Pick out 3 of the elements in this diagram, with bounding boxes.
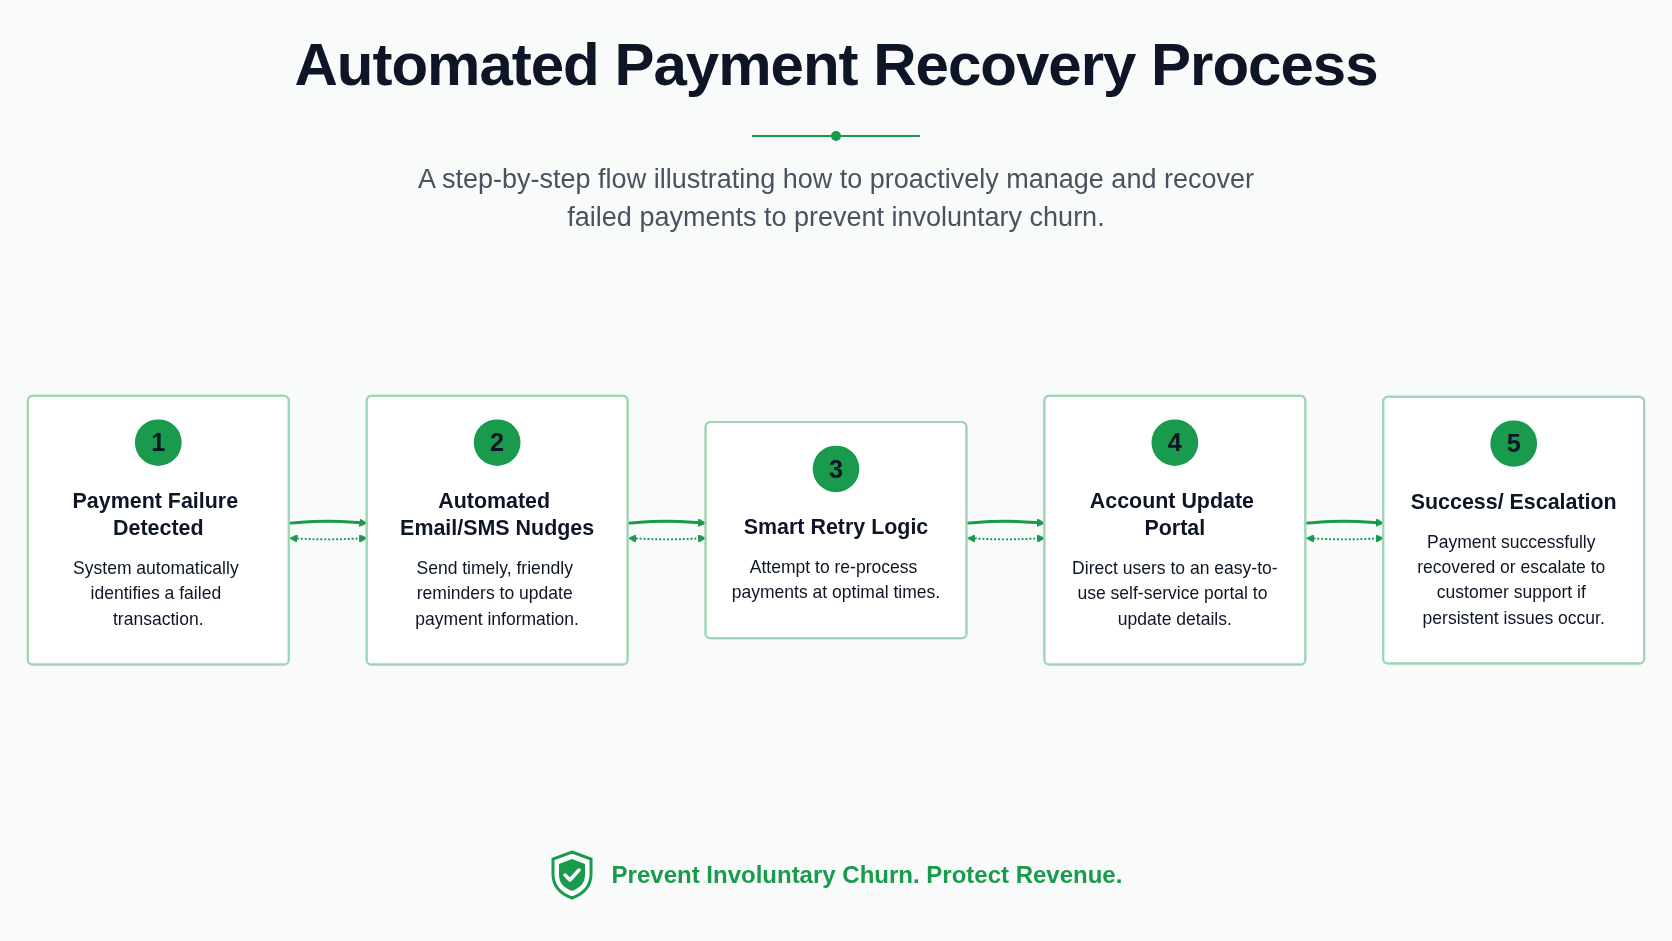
title: Automated Payment Recovery Process (294, 30, 1378, 99)
subtitle: A step-by-step flow illustrating how to proactively manage and recover failed payments to prevent involuntary churn. (417, 163, 1255, 234)
tagline: Prevent Involuntary Churn. Protect Revenue. (611, 861, 1123, 889)
